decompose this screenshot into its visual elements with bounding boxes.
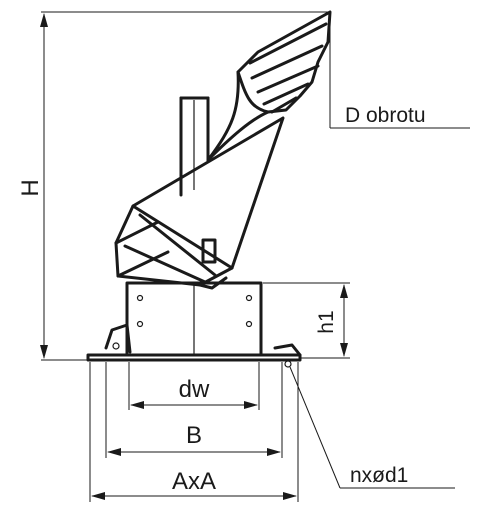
wind-vane-wing	[206, 10, 332, 162]
dimension-h1	[263, 282, 350, 359]
hinge-bracket	[104, 323, 132, 354]
label-H: H	[17, 179, 44, 196]
rotating-cowl	[114, 116, 285, 290]
dimension-D-obrotu	[329, 14, 470, 129]
dimension-H	[40, 11, 330, 361]
label-h1: h1	[315, 310, 338, 333]
dimension-dw	[128, 362, 260, 410]
vertical-pipe	[179, 96, 210, 197]
label-D-obrotu: D obrotu	[345, 104, 426, 127]
base-box	[125, 281, 263, 357]
label-B: B	[186, 422, 202, 449]
label-dw: dw	[179, 376, 210, 403]
label-AxA: AxA	[172, 468, 216, 495]
holes-leader	[284, 360, 455, 489]
dimension-B	[105, 362, 283, 458]
label-holes: nxød1	[350, 464, 408, 487]
